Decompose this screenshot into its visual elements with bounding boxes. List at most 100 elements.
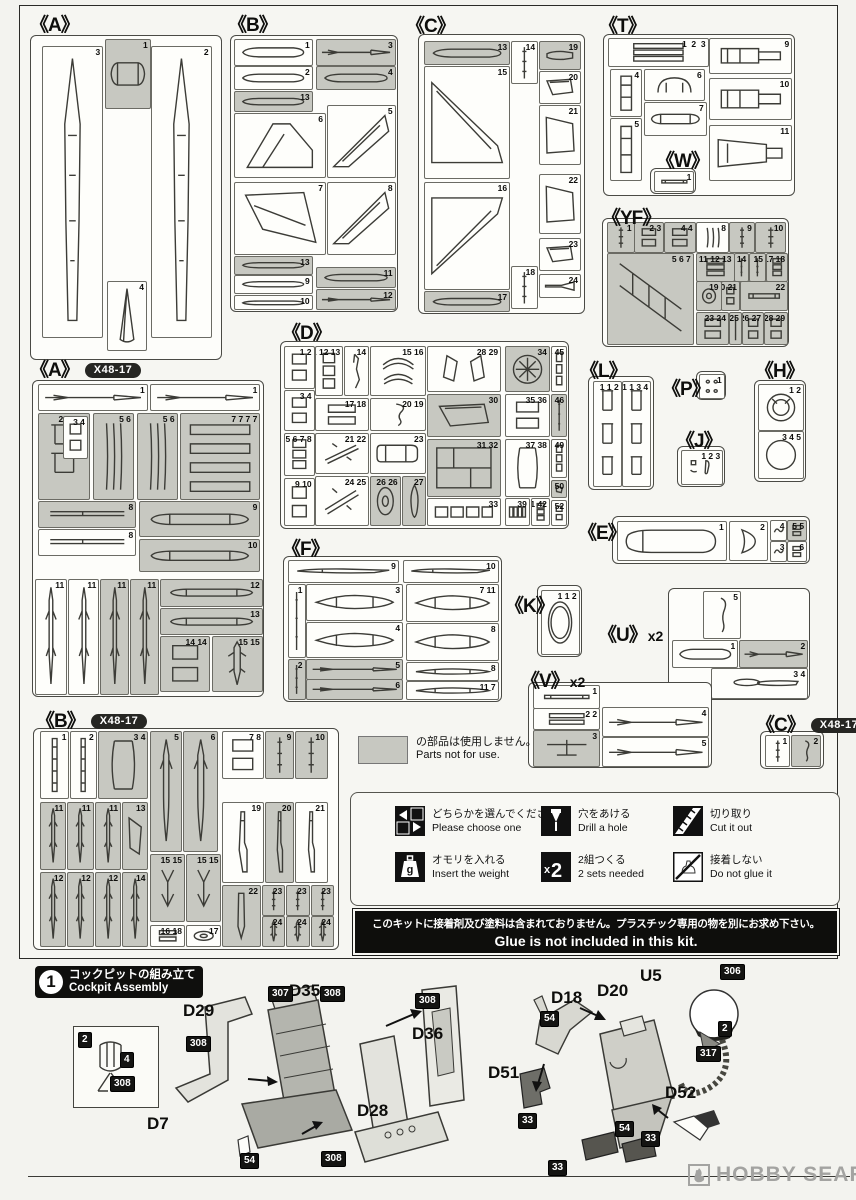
part-number: 23 (414, 434, 424, 445)
part-drawing (140, 417, 175, 496)
part-drawing (647, 106, 704, 132)
part-drawing (542, 242, 578, 267)
symbol-en: Do not glue it (710, 868, 772, 880)
part-drawing (508, 502, 527, 522)
part-cell: 1 (699, 374, 725, 399)
part-number: 3 (779, 541, 785, 552)
part-drawing (318, 402, 366, 428)
part-cell: 11 12 13 (695, 253, 735, 282)
part-number: 2 (203, 46, 209, 57)
part-cell: 11 (40, 801, 67, 870)
part-number: 20 21 (722, 282, 738, 293)
part-drawing (667, 226, 693, 249)
part-cell: 11 (94, 801, 122, 870)
part-drawing (647, 73, 702, 97)
part-cell: 22 (539, 174, 582, 235)
paint-chip-2: 2 (78, 1032, 92, 1048)
part-number: 15 (497, 66, 508, 77)
part-drawing (702, 378, 722, 395)
part-cell: 35 36 (504, 394, 550, 437)
part-drawing (110, 285, 144, 347)
part-drawing (319, 293, 393, 306)
part-drawing (125, 806, 145, 866)
symbol-jp: どちらかを選んでください (432, 808, 558, 820)
part-cell: 27 (401, 475, 427, 527)
part-cell: 8 (405, 623, 499, 662)
part-cell: 12 (40, 872, 67, 947)
sprue-panel-AX: 112-L 2-R3 45 65 67 7 7 7889101111111112… (32, 380, 264, 697)
part-number: 11 (117, 580, 127, 591)
part-drawing (189, 929, 218, 943)
part-cell: 5 (601, 736, 710, 768)
part-drawing (98, 876, 118, 943)
part-cell: 9 (288, 559, 399, 584)
part-cell: 20 19 (369, 397, 427, 432)
part-number: 6 (395, 680, 401, 691)
part-cell: 7 (643, 102, 707, 137)
part-drawing (554, 398, 564, 433)
part-drawing (514, 45, 535, 81)
part-drawing (125, 876, 145, 943)
part-number: 5 (395, 660, 401, 671)
part-drawing (724, 285, 737, 307)
symbol-jp: 接着しない (710, 854, 763, 866)
part-drawing (430, 443, 498, 493)
sprue-multiplier: x2 (569, 674, 586, 690)
part-cell: 37 38 (504, 438, 550, 497)
step-1-badge: 1 コックピットの組み立て Cockpit Assembly (35, 966, 203, 998)
part-number: 23 (321, 886, 331, 897)
part-number: 10 (779, 79, 790, 90)
part-callout-D28: D28 (357, 1101, 389, 1120)
part-cell: 1 1 2 (592, 381, 622, 487)
symbol-jp: オモリを入れる (432, 854, 506, 866)
part-number: 18 (525, 266, 536, 277)
part-number: 1 (252, 385, 258, 396)
part-drawing (508, 398, 547, 433)
part-cell: 12 (67, 872, 94, 947)
part-number: 26 27 (741, 312, 762, 323)
part-number: 14 (525, 41, 536, 52)
part-drawing (237, 43, 309, 62)
part-number: 25 (729, 312, 739, 323)
paint-chip-2: 2 (718, 1021, 732, 1037)
part-cell: 12 (315, 289, 396, 311)
part-cell: 9 (138, 500, 261, 538)
part-drawing (761, 388, 801, 427)
part-drawing (265, 889, 282, 912)
part-drawing (699, 316, 726, 342)
part-cell: 28 29 (427, 345, 502, 393)
symbol-en: 2 sets needed (578, 868, 644, 880)
part-cell: 11 (315, 267, 396, 289)
part-drawing (675, 644, 735, 664)
svg-text:g: g (407, 864, 414, 876)
part-drawing (237, 260, 309, 271)
part-cell: 23 (310, 885, 334, 916)
part-drawing (430, 502, 498, 522)
part-cell: 13 (423, 40, 511, 65)
part-drawing (706, 595, 738, 635)
part-cell: 51 52 (550, 500, 568, 527)
part-drawing (318, 480, 366, 522)
part-drawing (142, 543, 258, 569)
part-cell: 11 7 (405, 680, 499, 701)
part-drawing (773, 545, 785, 558)
part-cell: 15 15 (212, 636, 263, 692)
part-drawing (637, 226, 661, 249)
part-cell: 3 (305, 584, 404, 621)
part-number: 9 (252, 501, 258, 512)
part-cell: 1 (40, 731, 70, 800)
part-number: 1 (139, 385, 145, 396)
part-cell: 3 4 (62, 415, 88, 459)
part-number: 23 24 (704, 312, 726, 323)
part-drawing (732, 316, 739, 342)
part-cell: 7 11 (405, 584, 499, 623)
part-drawing (790, 524, 804, 537)
part-drawing (508, 350, 547, 389)
part-number: 1 1 3 4 (622, 382, 649, 393)
part-drawing (309, 663, 400, 676)
part-cell: 50 (550, 479, 568, 499)
